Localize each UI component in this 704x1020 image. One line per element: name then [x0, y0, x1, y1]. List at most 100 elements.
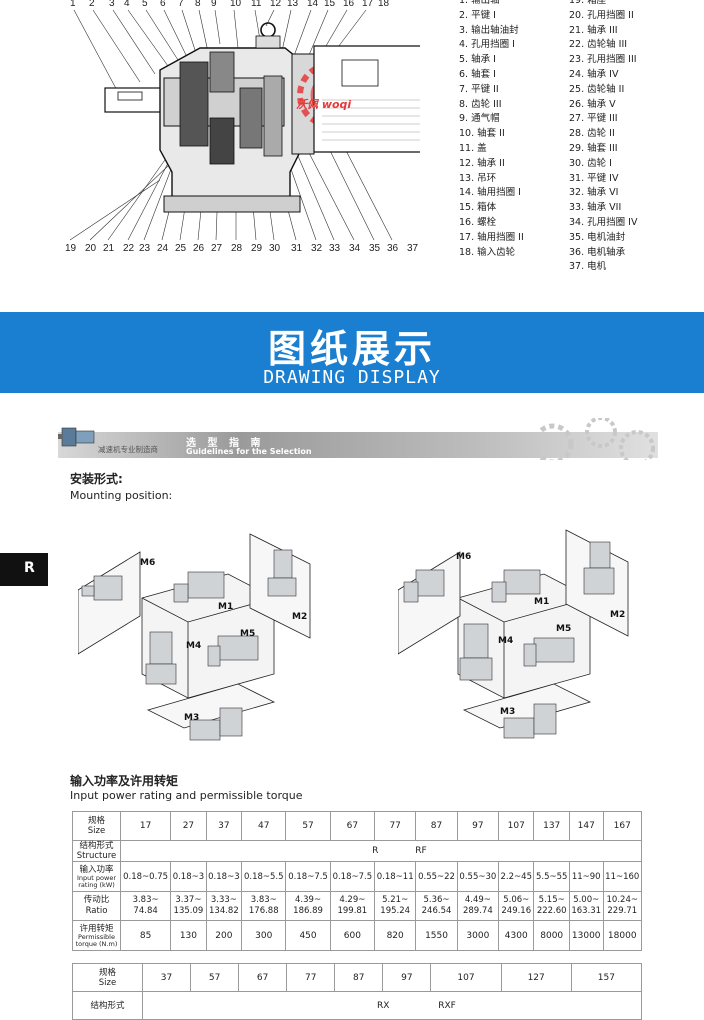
callout-number: 2 — [89, 0, 95, 9]
size-cell: 57 — [190, 963, 240, 992]
mount-label-m3-rf: M3 — [500, 707, 515, 717]
size-cell: 87 — [415, 811, 458, 841]
callout-number: 4 — [124, 0, 130, 9]
part-item: 11. 盖 — [459, 142, 487, 154]
mounting-diagram-r: M6 M1 M2 M4 M5 M3 — [78, 533, 311, 741]
part-item: 5. 轴承 I — [459, 54, 496, 66]
power-cell: 0.18~0.75 — [119, 861, 172, 892]
part-item: 7. 平键 II — [459, 83, 499, 95]
mount-label-m1: M1 — [218, 602, 233, 612]
mount-label-m1-rf: M1 — [534, 597, 549, 607]
torque-cell: 300 — [241, 920, 287, 951]
torque-cell: 600 — [329, 920, 376, 951]
torque-cell: 18000 — [602, 920, 642, 951]
size-cell: 147 — [568, 811, 604, 841]
mounting-title-cn: 安装形式: — [70, 472, 123, 486]
size-cell: 127 — [500, 963, 572, 992]
callout-number: 30 — [269, 243, 281, 254]
part-item: 14. 轴用挡圈 I — [459, 187, 521, 199]
mount-label-m5-rf: M5 — [556, 624, 571, 634]
part-item: 1. 输出轴 — [459, 0, 500, 6]
guide-strip — [58, 432, 658, 458]
ratio-cell: 10.24~229.71 — [602, 891, 642, 921]
callout-number: 1 — [70, 0, 76, 9]
callout-number: 37 — [407, 243, 419, 254]
side-tab: R — [0, 553, 48, 586]
side-tab-label: R — [24, 560, 35, 576]
part-item: 9. 通气帽 — [459, 113, 500, 125]
ratio-cell: 4.29~199.81 — [329, 891, 376, 921]
callout-number: 23 — [139, 243, 151, 254]
torque-cell: 450 — [285, 920, 331, 951]
part-item: 18. 输入齿轮 — [459, 246, 516, 258]
callout-number: 5 — [142, 0, 148, 9]
ratio-cell: 4.39~186.89 — [285, 891, 331, 921]
section-banner: 图纸展示 DRAWING DISPLAY — [0, 312, 704, 393]
torque-cell: 130 — [170, 920, 207, 951]
power-cell: 0.18~7.5 — [285, 861, 331, 892]
power-title-en: Input power rating and permissible torqu… — [70, 789, 303, 802]
mount-label-m3: M3 — [184, 713, 199, 723]
gearbox-cross-section: 沃佩 woqi — [69, 9, 433, 241]
callout-number: 35 — [369, 243, 381, 254]
part-item: 12. 轴承 II — [459, 157, 505, 169]
power-title-cn: 输入功率及许用转矩 — [70, 774, 179, 788]
part-item: 34. 孔用挡圈 IV — [569, 216, 638, 228]
size-cell: 37 — [141, 963, 192, 992]
part-item: 33. 轴承 VII — [569, 202, 622, 214]
callout-number: 34 — [349, 243, 361, 254]
ratio-cell: 3.33~134.82 — [205, 891, 243, 921]
part-item: 15. 箱体 — [459, 202, 497, 214]
part-item: 37. 电机 — [569, 261, 607, 273]
callout-number: 24 — [157, 243, 169, 254]
power-cell: 0.55~30 — [456, 861, 500, 892]
ratio-cell: 5.00~163.31 — [568, 891, 604, 921]
callout-number: 36 — [387, 243, 399, 254]
guide-tagline: 减速机专业制造商 — [98, 445, 158, 454]
part-item: 35. 电机油封 — [569, 231, 626, 243]
mount-label-m4-rf: M4 — [498, 636, 513, 646]
callout-number: 19 — [65, 243, 77, 254]
ratio-cell: 5.15~222.60 — [533, 891, 570, 921]
callout-number: 21 — [103, 243, 115, 254]
size-cell: 157 — [570, 963, 643, 992]
torque-cell: 1550 — [415, 920, 458, 951]
part-item: 3. 输出轴油封 — [459, 24, 519, 36]
power-cell: 11~90 — [568, 861, 604, 892]
mount-label-m2: M2 — [292, 612, 307, 622]
part-item: 21. 轴承 III — [569, 24, 618, 36]
size-cell: 47 — [241, 811, 287, 841]
mount-label-m6-rf: M6 — [456, 552, 471, 562]
size-cell: 27 — [170, 811, 207, 841]
callout-number: 32 — [311, 243, 323, 254]
selection-guide-header: 减速机专业制造商 选 型 指 南 Guidelines for the Sele… — [58, 418, 658, 460]
size-cell: 57 — [285, 811, 331, 841]
torque-cell: 4300 — [498, 920, 535, 951]
ratio-cell: 4.49~289.74 — [456, 891, 500, 921]
size-cell: 67 — [329, 811, 376, 841]
size-cell: 17 — [119, 811, 172, 841]
size-cell: 97 — [382, 963, 432, 992]
callout-number: 3 — [109, 0, 115, 9]
callout-number: 8 — [195, 0, 201, 9]
part-item: 8. 齿轮 III — [459, 98, 502, 110]
ratio-cell: 5.06~249.16 — [498, 891, 535, 921]
power-cell: 0.18~3 — [205, 861, 243, 892]
part-item: 26. 轴承 V — [569, 98, 616, 110]
